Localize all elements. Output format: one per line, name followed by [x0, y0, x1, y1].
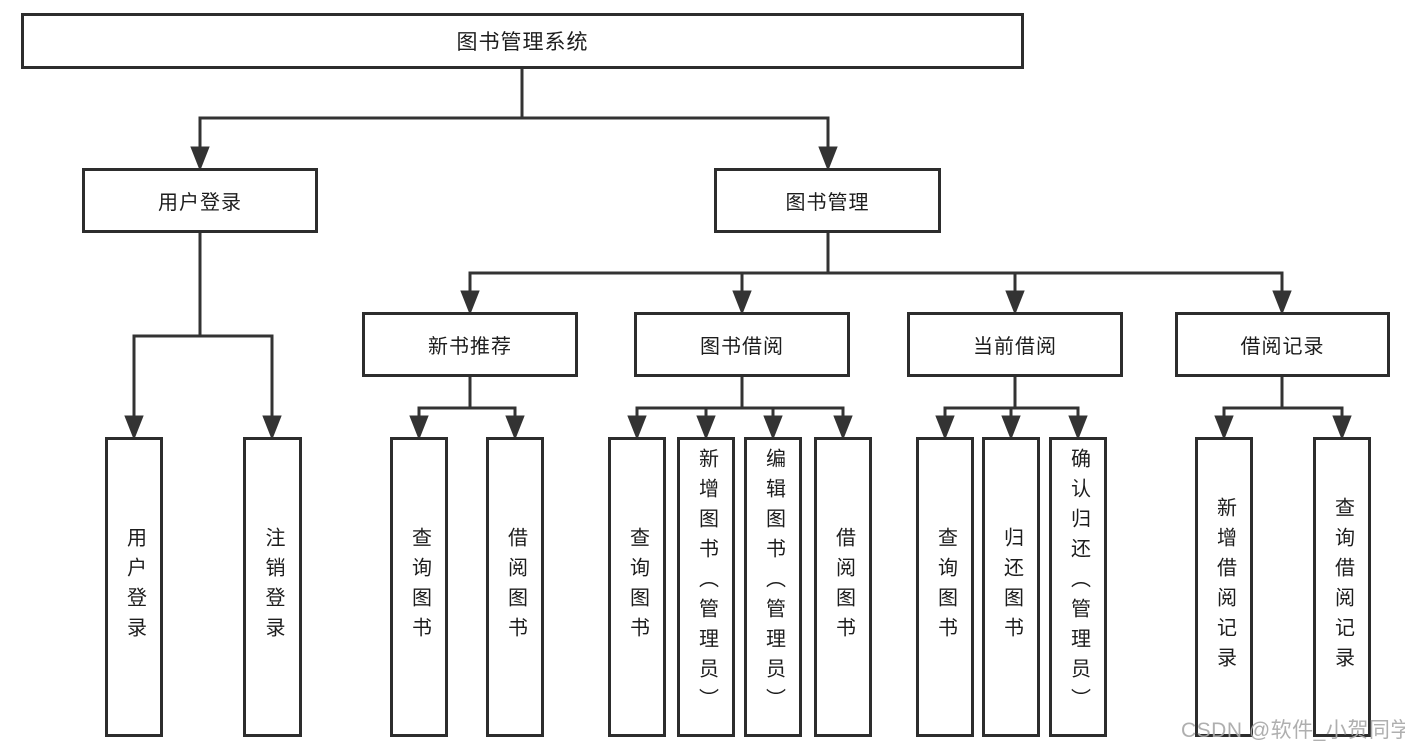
- node-label: 新增图书（管理员）: [695, 448, 718, 718]
- node-query-books-3: 查询图书: [916, 437, 974, 737]
- node-borrow-books-1: 借阅图书: [486, 437, 544, 737]
- node-label: 图书管理系统: [456, 31, 589, 54]
- node-label: 借阅图书: [504, 527, 527, 647]
- node-label: 归还图书: [1000, 527, 1023, 647]
- node-add-borrow-record: 新增借阅记录: [1195, 437, 1253, 737]
- arrowhead: [818, 118, 838, 172]
- node-label: 查询图书: [934, 527, 957, 647]
- node-new-book-recommend: 新书推荐: [362, 312, 578, 377]
- node-confirm-return-admin: 确认归还（管理员）: [1049, 437, 1107, 737]
- node-label: 图书借阅: [700, 336, 784, 358]
- node-query-books-1: 查询图书: [390, 437, 448, 737]
- node-query-books-2: 查询图书: [608, 437, 666, 737]
- arrowhead: [1332, 408, 1352, 441]
- arrowhead: [763, 408, 783, 441]
- arrowhead: [409, 408, 429, 441]
- node-current-borrow: 当前借阅: [907, 312, 1123, 377]
- arrowhead: [1214, 408, 1234, 441]
- node-borrow-records: 借阅记录: [1175, 312, 1390, 377]
- node-label: 用户登录: [123, 527, 146, 647]
- node-label: 借阅图书: [832, 527, 855, 647]
- node-library-management-system: 图书管理系统: [21, 13, 1024, 69]
- arrowhead: [505, 408, 525, 441]
- arrowhead: [190, 118, 210, 172]
- node-book-borrow: 图书借阅: [634, 312, 850, 377]
- node-label: 当前借阅: [973, 336, 1057, 358]
- arrowhead: [124, 336, 144, 441]
- node-label: 图书管理: [785, 192, 870, 214]
- node-label: 借阅记录: [1240, 336, 1325, 358]
- node-return-books: 归还图书: [982, 437, 1040, 737]
- node-label: 新书推荐: [428, 336, 512, 358]
- node-label: 用户登录: [158, 192, 242, 214]
- arrowhead: [833, 408, 853, 441]
- node-user-login-leaf: 用户登录: [105, 437, 163, 737]
- node-label: 确认归还（管理员）: [1067, 448, 1090, 718]
- node-edit-books-admin: 编辑图书（管理员）: [744, 437, 802, 737]
- node-query-borrow-record: 查询借阅记录: [1313, 437, 1371, 737]
- node-borrow-books-2: 借阅图书: [814, 437, 872, 737]
- node-logout: 注销登录: [243, 437, 302, 737]
- node-add-books-admin: 新增图书（管理员）: [677, 437, 735, 737]
- arrowhead: [1001, 408, 1021, 441]
- arrowhead: [732, 273, 752, 316]
- arrowhead: [935, 408, 955, 441]
- node-label: 查询图书: [408, 527, 431, 647]
- node-label: 查询图书: [626, 527, 649, 647]
- csdn-watermark: CSDN @软件_小贺同学: [1181, 719, 1405, 742]
- arrowhead: [262, 336, 282, 441]
- arrowhead: [460, 273, 480, 316]
- node-label: 新增借阅记录: [1213, 497, 1236, 677]
- node-user-login: 用户登录: [82, 168, 318, 233]
- arrowhead: [1272, 273, 1292, 316]
- node-book-management: 图书管理: [714, 168, 941, 233]
- arrowhead: [1068, 408, 1088, 441]
- arrowhead: [696, 408, 716, 441]
- node-label: 编辑图书（管理员）: [762, 448, 785, 718]
- arrowhead: [627, 408, 647, 441]
- arrowhead: [1005, 273, 1025, 316]
- node-label: 注销登录: [262, 527, 284, 647]
- node-label: 查询借阅记录: [1331, 497, 1354, 677]
